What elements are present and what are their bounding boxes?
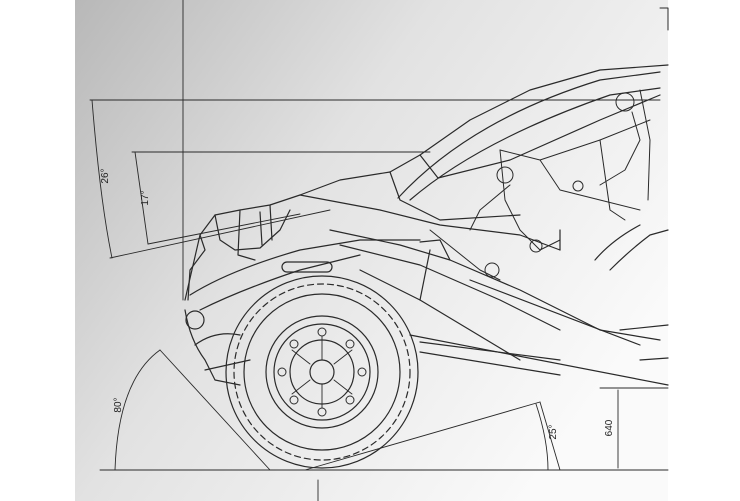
ground-clearance-label: 640 <box>604 419 615 436</box>
front-wheel <box>225 275 419 469</box>
approach-angle-label: 80° <box>113 397 124 412</box>
dimension-labels: 26° 17° 80° 25° 640 <box>100 168 615 439</box>
roof-angle-label: 26° <box>100 168 111 183</box>
roll-cage <box>429 7 669 281</box>
drawing-background <box>75 0 668 501</box>
headlight <box>281 261 333 273</box>
dimension-lines <box>89 0 669 501</box>
hood-angle-label: 17° <box>140 190 151 205</box>
vehicle-body <box>184 64 669 386</box>
departure-angle-label: 25° <box>548 424 559 439</box>
front-bumper <box>184 309 251 386</box>
